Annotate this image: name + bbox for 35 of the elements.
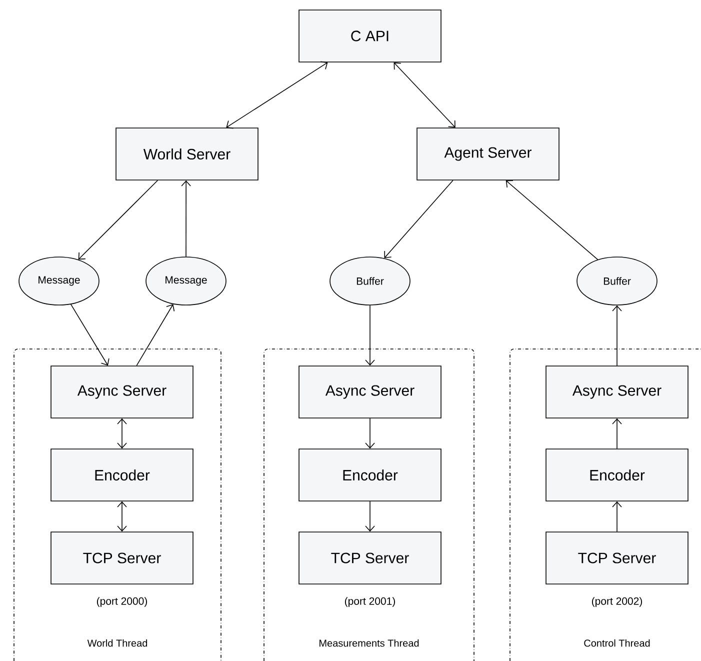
arrow [365, 305, 375, 366]
arrow [365, 501, 375, 532]
arrow [70, 304, 110, 366]
arrow [384, 180, 454, 258]
process-box: TCP Server [546, 532, 688, 584]
process-box: Agent Server [416, 128, 560, 180]
process-box: C API [298, 10, 442, 62]
arrow [612, 305, 622, 366]
arrow [117, 501, 127, 532]
ellipse-node: Message [146, 256, 226, 306]
arrow [365, 418, 375, 449]
arrow [394, 62, 456, 128]
port-label: (port 2000) [96, 597, 147, 607]
arrow [612, 501, 622, 532]
port-label: (port 2001) [344, 597, 395, 607]
arrow [612, 418, 622, 449]
port-label: (port 2002) [592, 597, 642, 607]
arrow [78, 180, 158, 260]
arrow [506, 180, 598, 260]
process-box: TCP Server [298, 532, 442, 584]
process-box: Encoder [546, 448, 688, 502]
process-box: Encoder [50, 448, 194, 502]
process-box: TCP Server [50, 532, 194, 584]
ellipse-node: Buffer [576, 256, 658, 306]
process-box: Async Server [50, 366, 194, 418]
process-box: Encoder [298, 448, 442, 502]
ellipse-node: Buffer [330, 256, 410, 306]
arrow [226, 61, 328, 129]
ellipse-node: Message [18, 256, 100, 306]
process-box: World Server [116, 128, 258, 180]
arrow [181, 180, 191, 257]
process-box: Async Server [298, 366, 442, 418]
arrow [136, 304, 175, 366]
process-box: Async Server [546, 366, 688, 418]
arrow [117, 418, 127, 449]
